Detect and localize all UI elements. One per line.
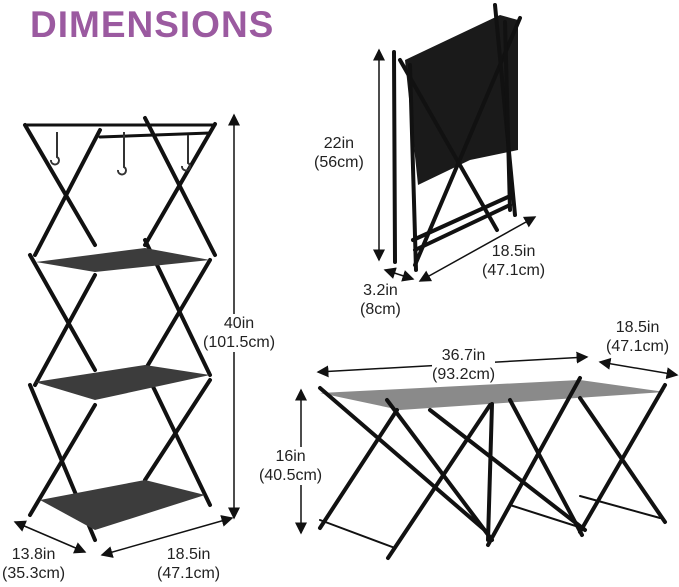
folded-thickness-in: 3.2in: [363, 282, 398, 299]
table-depth-cm: (47.1cm): [606, 338, 670, 355]
folded-height-cm: (56cm): [314, 154, 364, 171]
folded-illustration: [392, 3, 522, 272]
table-length-cm: (93.2cm): [432, 366, 496, 383]
shelf-height-cm: (101.5cm): [203, 334, 276, 351]
folded-width-arrow: [418, 216, 537, 282]
folded-height-label: 22in (56cm): [314, 134, 364, 172]
folded-thickness-label: 3.2in (8cm): [360, 281, 401, 319]
shelf-depth-label: 13.8in (35.3cm): [2, 545, 65, 583]
shelf-depth-arrow: [13, 520, 87, 554]
table-depth-label: 18.5in (47.1cm): [606, 318, 669, 356]
shelf-top-panel: [36, 248, 210, 272]
shelf-middle-panel: [35, 365, 210, 400]
shelf-height-label: 40in (101.5cm): [203, 314, 276, 352]
table-height-in: 16in: [275, 448, 306, 465]
folded-height-in: 22in: [323, 135, 355, 152]
tabletop: [320, 380, 665, 410]
table-illustration: [318, 376, 667, 560]
shelf-bottom-panel: [40, 480, 205, 530]
hook-icons: [50, 132, 191, 176]
shelf-depth-cm: (35.3cm): [2, 565, 66, 582]
shelf-width-cm: (47.1cm): [157, 565, 221, 582]
folded-thickness-cm: (8cm): [360, 301, 401, 318]
table-depth-arrow: [598, 357, 679, 380]
shelf-width-in: 18.5in: [166, 546, 211, 563]
shelf-height-in: 40in: [223, 315, 255, 332]
folded-thickness-arrow: [383, 267, 415, 282]
shelf-illustration: [23, 116, 217, 542]
folded-width-label: 18.5in (47.1cm): [482, 242, 545, 280]
table-height-cm: (40.5cm): [259, 467, 323, 484]
table-length-in: 36.7in: [441, 347, 486, 364]
folded-width-cm: (47.1cm): [482, 262, 546, 279]
page-title: DIMENSIONS: [30, 4, 275, 45]
table-height-label: 16in (40.5cm): [259, 447, 323, 485]
table-length-label: 36.7in (93.2cm): [432, 346, 496, 384]
shelf-width-label: 18.5in (47.1cm): [157, 545, 220, 583]
folded-width-in: 18.5in: [491, 243, 536, 260]
table-depth-in: 18.5in: [615, 319, 660, 336]
shelf-width-arrow: [100, 515, 234, 558]
shelf-depth-in: 13.8in: [11, 546, 56, 563]
